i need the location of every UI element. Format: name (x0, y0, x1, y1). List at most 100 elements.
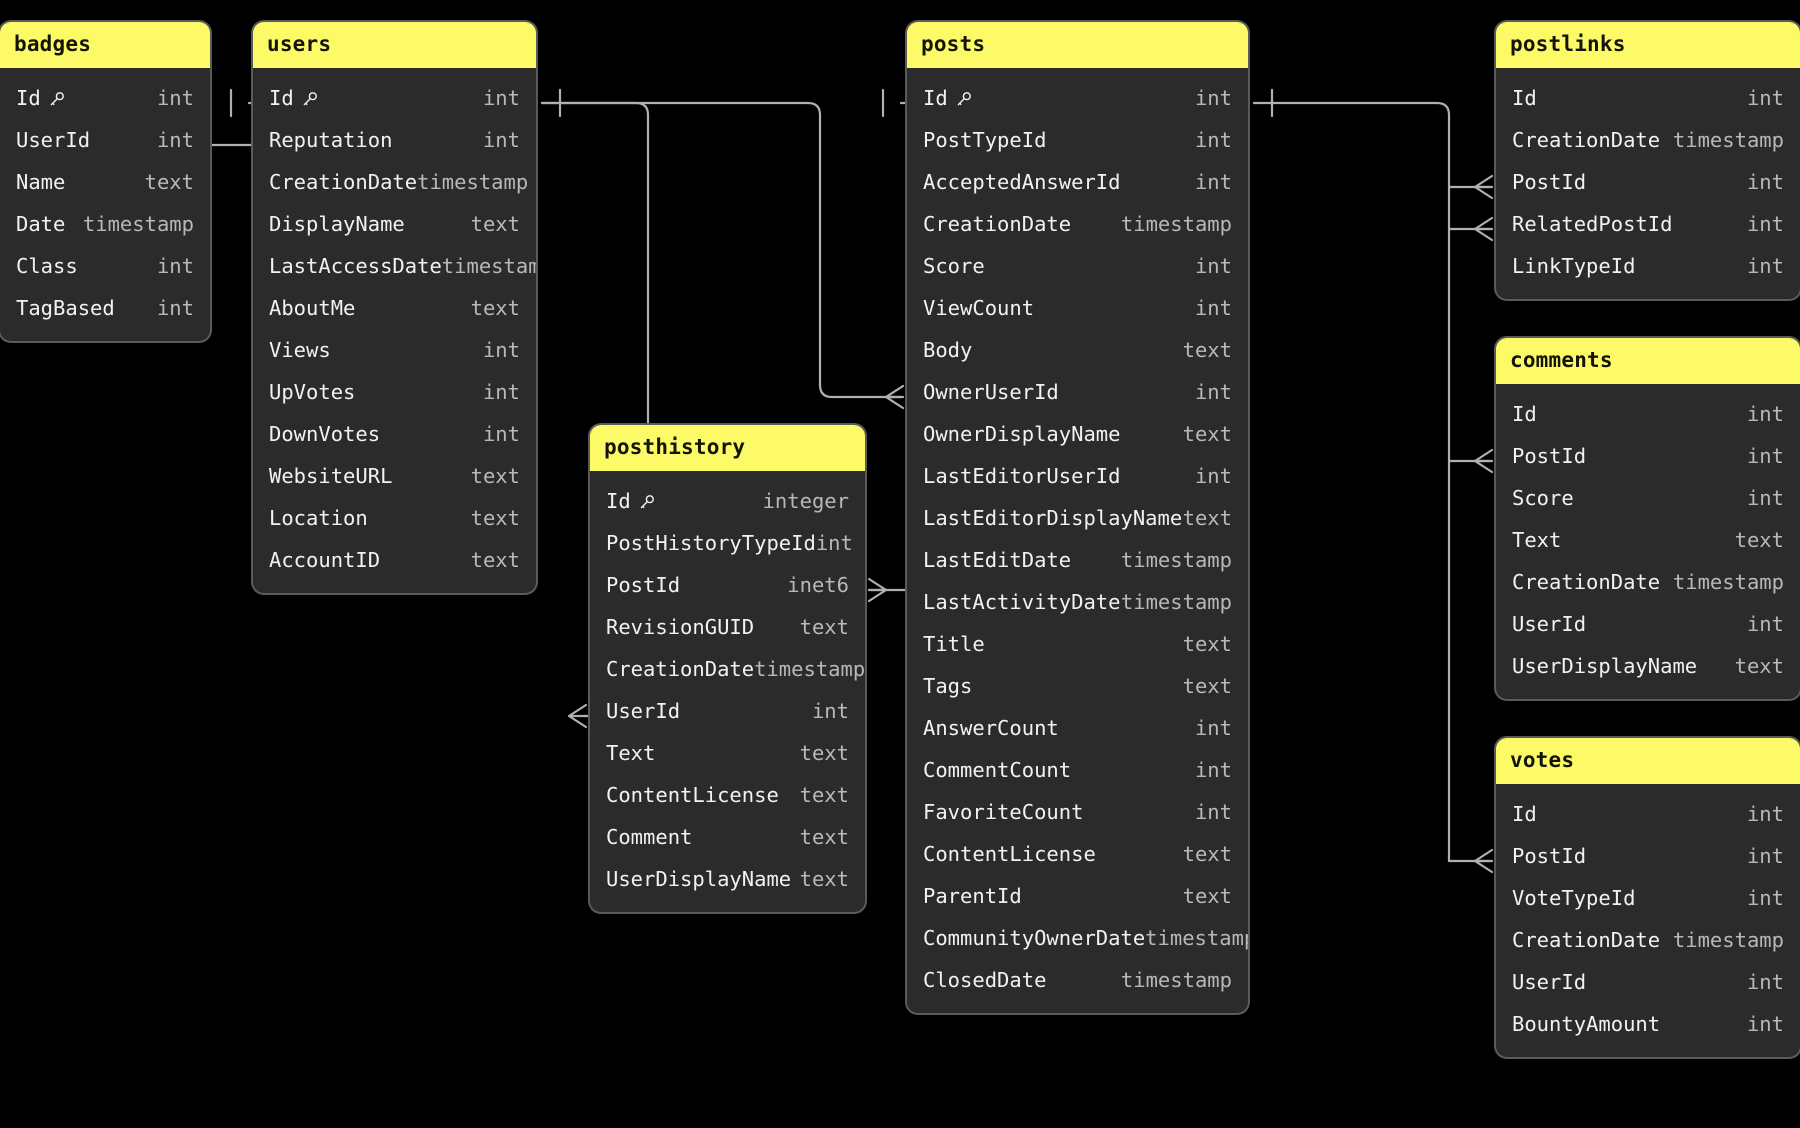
column-name: Name (16, 170, 65, 194)
column-row[interactable]: AnswerCount int (907, 707, 1248, 749)
column-type: int (1194, 716, 1232, 740)
column-type: int (1194, 380, 1232, 404)
column-type: timestamp (1120, 548, 1232, 572)
column-row[interactable]: LastAccessDatetimestamp (253, 245, 536, 287)
table-title-users[interactable]: users (253, 22, 536, 68)
column-name-text: ParentId (923, 884, 1022, 908)
connector-posts-right-trunk (1252, 101, 1451, 863)
column-name-text: Id (1512, 802, 1537, 826)
table-title-posthistory[interactable]: posthistory (590, 425, 865, 471)
column-name-text: UserId (16, 128, 91, 152)
table-title-comments[interactable]: comments (1496, 338, 1800, 384)
column-type: text (1734, 654, 1784, 678)
column-name: UpVotes (269, 380, 355, 404)
column-name: Body (923, 338, 972, 362)
table-title-posts[interactable]: posts (907, 22, 1248, 68)
column-name: AnswerCount (923, 716, 1059, 740)
table-title-badges[interactable]: badges (0, 22, 210, 68)
table-title-votes[interactable]: votes (1496, 738, 1800, 784)
column-name: Tags (923, 674, 972, 698)
column-type: int (1194, 128, 1232, 152)
column-name-text: Reputation (269, 128, 393, 152)
column-type: timestamp (1120, 212, 1232, 236)
table-title-postlinks[interactable]: postlinks (1496, 22, 1800, 68)
column-type: timestamp (1120, 590, 1232, 614)
column-type: int (1746, 212, 1784, 236)
